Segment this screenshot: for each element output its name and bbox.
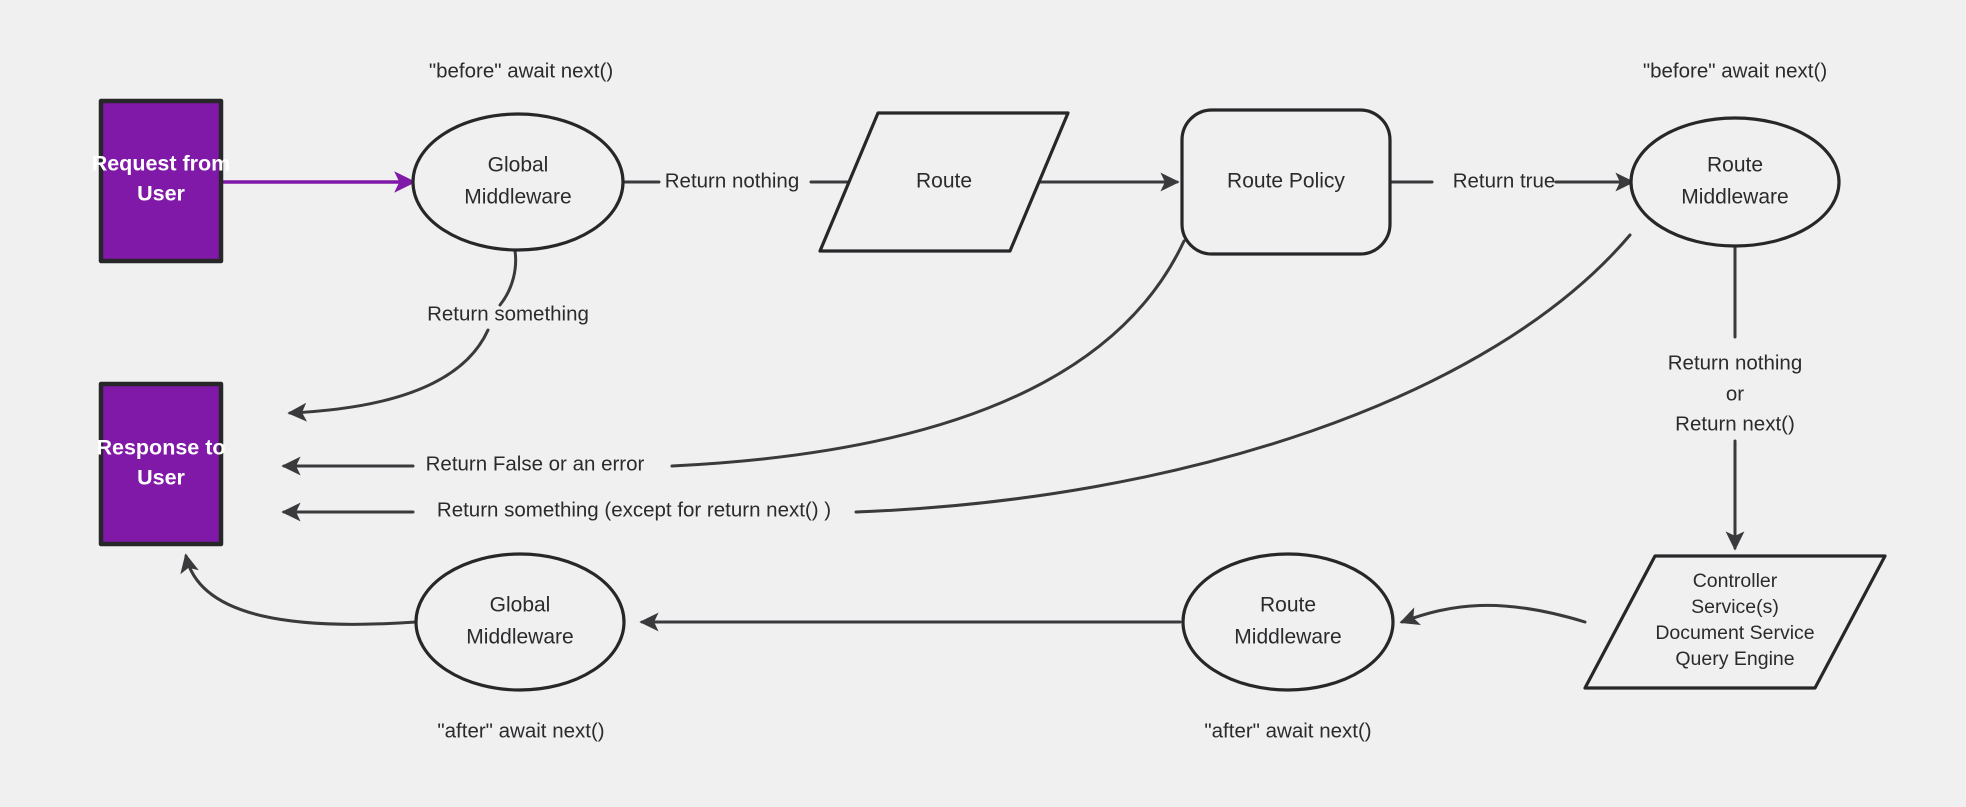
- node-route-policy[interactable]: Route Policy: [1180, 108, 1392, 256]
- edge-controller-to-route-middleware-bottom: [1399, 603, 1587, 626]
- node-global-middleware-top[interactable]: Global Middleware: [411, 112, 625, 252]
- response-to-user-label-line1: Response to: [96, 436, 225, 460]
- response-to-user-box[interactable]: [98, 381, 224, 547]
- global-middleware-bottom-label-line2: Middleware: [466, 626, 573, 649]
- route-policy-label: Route Policy: [1227, 170, 1345, 193]
- node-route-middleware-top[interactable]: Route Middleware: [1629, 116, 1841, 248]
- controller-label-line3: Document Service: [1655, 622, 1814, 644]
- global-middleware-top-ellipse[interactable]: [411, 112, 625, 252]
- route-middleware-top-label-line2: Middleware: [1681, 186, 1788, 209]
- edge-global-middleware-bottom-to-response: [180, 553, 418, 626]
- edge-route-middleware-to-response-curve: [854, 233, 1632, 514]
- node-response-to-user[interactable]: Response to User: [96, 381, 226, 547]
- edge-label-return-something-except: Return something (except for return next…: [437, 498, 831, 521]
- node-global-middleware-bottom[interactable]: Global Middleware: [414, 552, 626, 692]
- controller-parallelogram[interactable]: [1583, 554, 1887, 690]
- note-after-await-next-global: "after" await next(): [437, 719, 604, 742]
- route-middleware-bottom-label-line2: Middleware: [1234, 626, 1341, 649]
- route-middleware-top-ellipse[interactable]: [1629, 116, 1841, 248]
- route-middleware-top-label-line1: Route: [1707, 154, 1763, 177]
- node-controller-services[interactable]: Controller Service(s) Document Service Q…: [1583, 554, 1887, 690]
- note-after-await-next-route-middleware: "after" await next(): [1204, 719, 1371, 742]
- route-middleware-bottom-label-line1: Route: [1260, 594, 1316, 617]
- route-middleware-bottom-ellipse[interactable]: [1181, 552, 1395, 692]
- request-from-user-label-line2: User: [137, 182, 185, 206]
- route-parallelogram[interactable]: [818, 111, 1070, 253]
- request-from-user-box[interactable]: [98, 98, 224, 264]
- edge-label-return-false-or-error: Return False or an error: [426, 452, 645, 475]
- edge-label-return-nothing: Return nothing: [665, 169, 799, 192]
- node-route-middleware-bottom[interactable]: Route Middleware: [1181, 552, 1395, 692]
- note-before-await-next-route-middleware: "before" await next(): [1643, 59, 1827, 82]
- edge-label-return-nothing-or-next-line2: or: [1726, 382, 1744, 405]
- request-from-user-label-line1: Request from: [92, 152, 231, 176]
- edge-route-policy-to-response-curve: [670, 239, 1186, 468]
- node-request-from-user[interactable]: Request from User: [92, 98, 231, 264]
- edge-global-middleware-to-response: [287, 328, 490, 422]
- global-middleware-top-label-line2: Middleware: [464, 186, 571, 209]
- global-middleware-bottom-ellipse[interactable]: [414, 552, 626, 692]
- route-policy-box[interactable]: [1180, 108, 1392, 256]
- controller-label-line2: Service(s): [1691, 596, 1779, 618]
- controller-label-line1: Controller: [1693, 570, 1778, 592]
- node-route[interactable]: Route: [818, 111, 1070, 253]
- edge-label-return-nothing-or-next-line3: Return next(): [1675, 412, 1795, 435]
- edge-label-return-nothing-or-next-line1: Return nothing: [1668, 351, 1802, 374]
- note-before-await-next-global: "before" await next(): [429, 59, 613, 82]
- edge-global-middleware-return-something-stub: [498, 243, 518, 307]
- controller-label-line4: Query Engine: [1675, 648, 1794, 670]
- edge-label-return-something: Return something: [427, 302, 589, 325]
- global-middleware-bottom-label-line1: Global: [490, 594, 551, 617]
- response-to-user-label-line2: User: [137, 466, 185, 490]
- edge-label-return-true: Return true: [1453, 169, 1556, 192]
- route-label: Route: [916, 170, 972, 193]
- global-middleware-top-label-line1: Global: [488, 154, 549, 177]
